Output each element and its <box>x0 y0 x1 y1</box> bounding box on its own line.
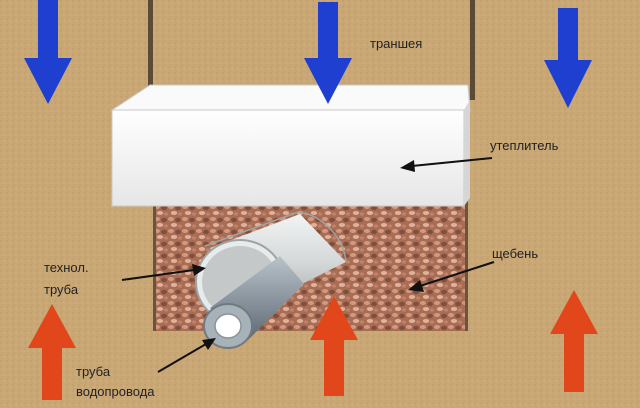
trench-interior <box>152 0 470 100</box>
warm-arrows <box>28 290 598 400</box>
cold-arrow-left <box>24 0 72 104</box>
insulation-front-face <box>111 109 465 207</box>
cold-arrows <box>24 0 592 108</box>
insulation-side-face <box>464 100 470 206</box>
insulation-label: утеплитель <box>490 138 559 153</box>
tech-pipe-pointer <box>121 264 206 281</box>
gravel-left-edge <box>153 196 156 331</box>
water-pipe-pointer <box>157 338 216 373</box>
insulation-pointer <box>400 157 493 172</box>
tech-pipe-label-line2: труба <box>44 282 79 297</box>
trench-label: траншея <box>370 36 422 51</box>
water-pipe-label-line1: труба <box>76 364 111 379</box>
cold-arrow-right <box>544 8 592 108</box>
insulation-slab <box>110 84 471 207</box>
cold-arrow-center <box>304 2 352 104</box>
tech-pipe-label-line1: технол. <box>44 260 89 275</box>
trench-right-wall <box>470 0 475 100</box>
warm-arrow-center <box>310 296 358 396</box>
water-pipe-label-line2: водопровода <box>76 384 155 399</box>
water-pipe-bore <box>214 313 242 339</box>
gravel-pointer <box>408 261 495 292</box>
tech-pipe-top-edge <box>204 211 347 263</box>
warm-arrow-right <box>550 290 598 392</box>
trench <box>148 0 475 100</box>
trench-left-wall <box>148 0 153 100</box>
warm-arrow-left <box>28 304 76 400</box>
gravel-right-edge <box>465 196 468 331</box>
gravel-label: щебень <box>492 246 538 261</box>
insulation-top-face <box>110 84 471 113</box>
pointer-arrows <box>121 157 495 373</box>
water-pipe <box>203 256 304 349</box>
